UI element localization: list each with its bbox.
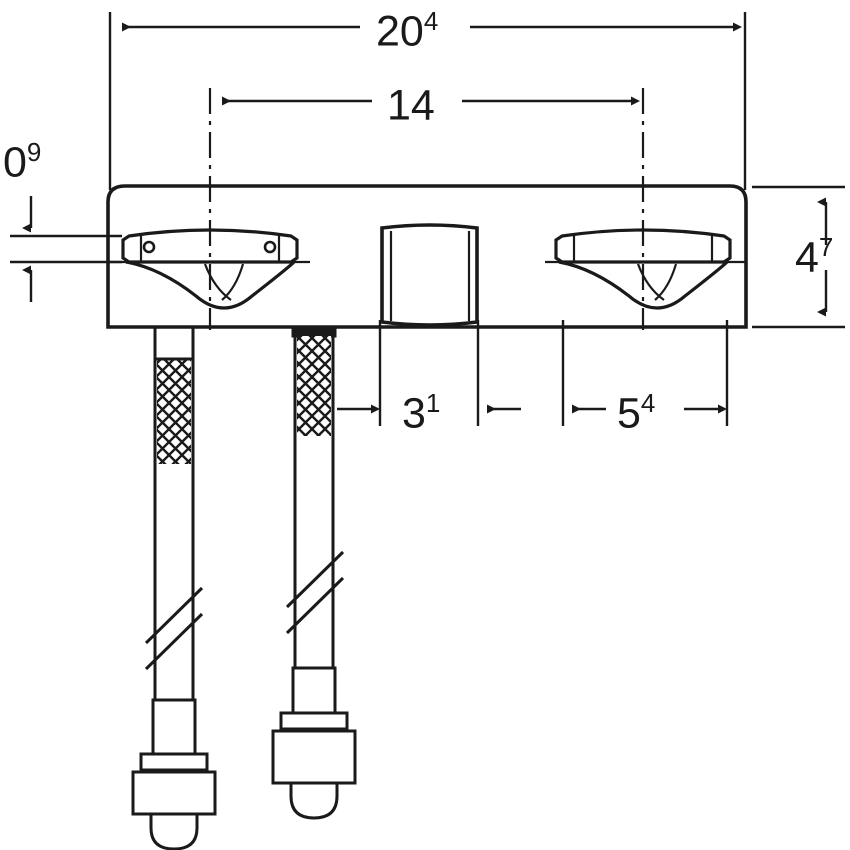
dim-handle-to-edge-label: 54 [617,390,655,435]
right-hose [271,325,357,820]
dim-plate-thickness-sup: 9 [26,137,42,167]
dim-plate-height-sup: 7 [818,232,834,262]
left-hose [131,325,217,850]
extension-lines-bottom [378,320,729,426]
dim-handle-spacing-value: 14 [387,81,435,130]
dim-overall-width-label: 204 [376,8,438,53]
right-hose-break-line [285,550,345,635]
dim-overall-width-value: 20 [376,7,424,56]
dim-spout-width-sup: 1 [425,388,441,418]
center-spout [380,223,479,327]
dim-plate-height-line [752,185,845,329]
escutcheon-plate [106,184,748,329]
dim-plate-thickness-label: 09 [3,139,41,184]
dim-handle-to-edge-value: 5 [617,389,641,438]
left-handle-screw-holes [142,240,277,254]
dim-handle-spacing-label: 14 [387,82,435,127]
dim-overall-width-sup: 4 [423,6,439,36]
dim-spout-width-label: 31 [402,390,440,435]
dim-plate-height-label: 47 [795,234,833,279]
left-hose-break-line [144,586,204,671]
dim-plate-height-value: 4 [795,233,819,282]
dim-plate-thickness-value: 0 [3,138,27,187]
dim-handle-to-edge-sup: 4 [640,388,656,418]
dim-spout-width-value: 3 [402,389,426,438]
extension-lines-top [108,12,747,190]
dim-plate-thickness-line [10,196,122,302]
centerlines [110,88,745,330]
left-handle [121,228,299,310]
